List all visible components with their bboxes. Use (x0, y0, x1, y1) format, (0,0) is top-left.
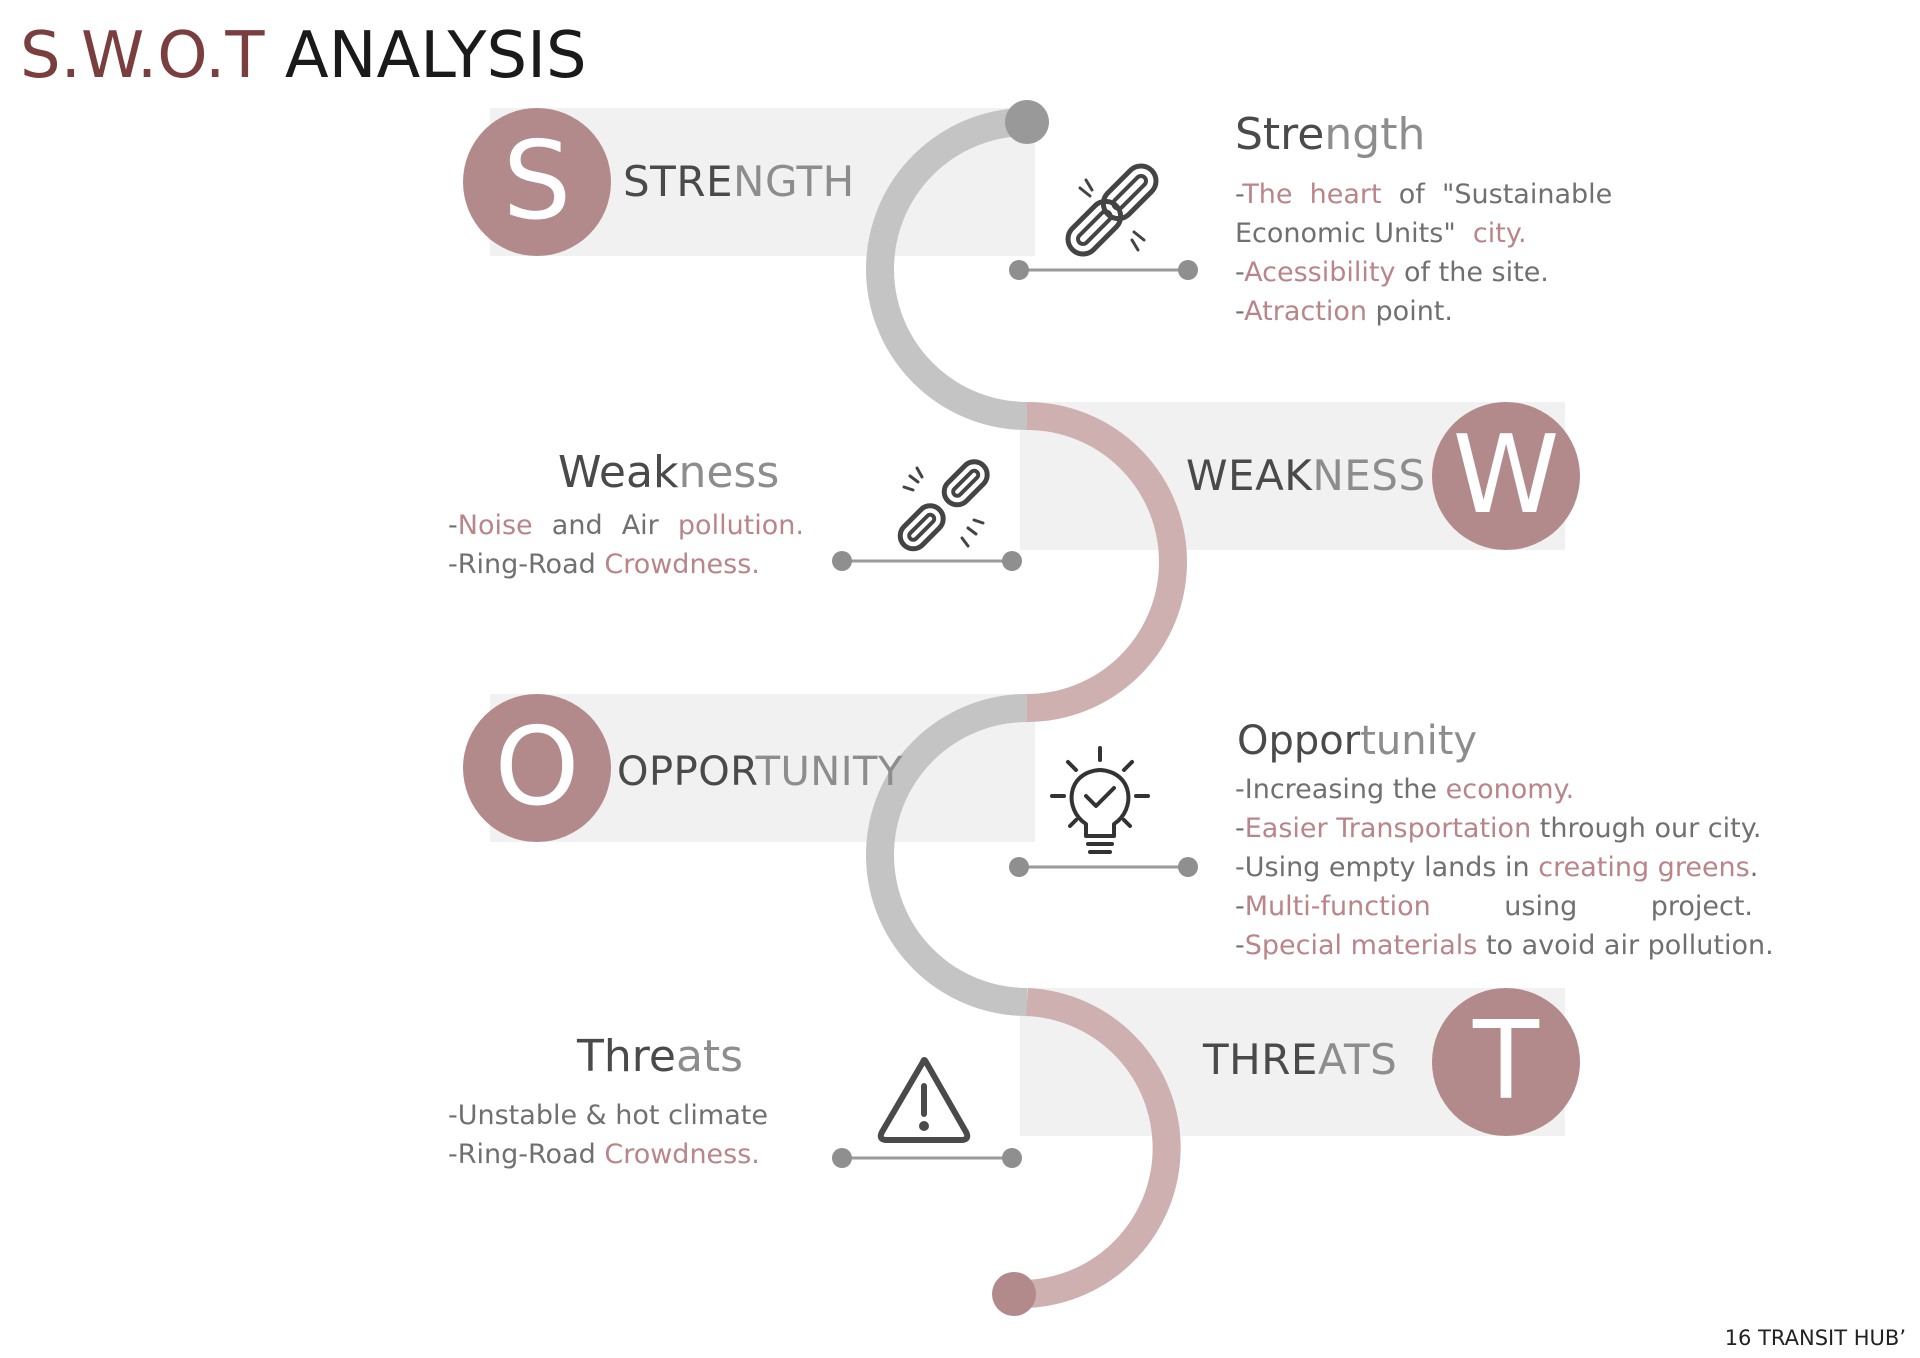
lightbulb-check-icon (1050, 746, 1150, 854)
title-analysis: ANALYSIS (284, 19, 587, 93)
path-segment-strength (866, 108, 1028, 430)
opportunity-point-word: -Multi-function (1235, 887, 1431, 926)
strength-point-segment: Acessibility (1244, 257, 1396, 288)
opportunity-point-segment: Multi-function (1244, 891, 1431, 922)
threats-description: -Unstable & hot climate -Ring-Road Crowdn… (448, 1096, 804, 1174)
path-start-dot (1005, 100, 1049, 144)
opportunity-point-segment: project. (1650, 891, 1753, 922)
opportunity-point-segment: Easier Transportation (1244, 813, 1532, 844)
weakness-point-word: Air (622, 506, 659, 545)
page-title: S.W.O.T ANALYSIS (20, 14, 587, 98)
opportunity-point-segment: Special materials (1244, 930, 1478, 961)
strength-point-segment: The heart (1242, 179, 1382, 210)
weakness-point-line: -Noise and Air pollution. (448, 506, 804, 545)
weakness-point-segment: and (551, 510, 603, 541)
footer-page-label: 16 TRANSIT HUB’ (1724, 1326, 1906, 1350)
opportunity-point-segment: - (1235, 813, 1245, 844)
strength-heading: Strength (1235, 109, 1426, 160)
threats-point-line: -Ring-Road Crowdness. (448, 1135, 804, 1174)
opportunity-point-segment: -Using empty lands in (1235, 852, 1539, 883)
opportunity-heading: Opportunity (1237, 718, 1478, 764)
strength-label: STRENGTH (623, 157, 855, 206)
strength-point-segment: city. (1472, 218, 1527, 249)
threats-point-line: -Unstable & hot climate (448, 1096, 804, 1135)
strength-point-segment: Economic Units" (1235, 218, 1473, 249)
weakness-point-word: pollution. (678, 506, 804, 545)
weakness-description: -Noise and Air pollution. -Ring-Road Crowdne… (448, 506, 804, 584)
weakness-point-segment: pollution. (677, 510, 804, 541)
strength-point-segment: of the site. (1395, 257, 1549, 288)
opportunity-point-segment: creating greens (1538, 852, 1750, 883)
threats-point-segment: -Unstable & hot climate (448, 1100, 768, 1131)
strength-point-segment: of "Sustainable (1381, 179, 1613, 210)
strength-point-line: -Atraction point. (1235, 292, 1635, 331)
strength-letter-circle: S (463, 108, 611, 256)
opportunity-point-segment: - (1235, 930, 1245, 961)
path-segment-opportunity (866, 694, 1028, 1016)
opportunity-description: -Increasing the economy.-Easier Transpor… (1235, 770, 1774, 965)
weakness-heading: Weakness (558, 447, 780, 498)
opportunity-label: OPPORTUNITY (617, 749, 903, 795)
connector-threats (832, 1148, 1022, 1168)
connector-opportunity (1009, 857, 1198, 877)
strength-point-segment: - (1235, 296, 1245, 327)
opportunity-point-segment: through our city. (1531, 813, 1762, 844)
strength-point-segment: - (1235, 257, 1245, 288)
opportunity-point-line: -Increasing the economy. (1235, 770, 1753, 809)
strength-point-line: -Acessibility of the site. (1235, 253, 1635, 292)
connector-strength (1009, 260, 1198, 280)
opportunity-point-line: -Special materials to avoid air pollutio… (1235, 926, 1774, 965)
opportunity-point-segment: using (1504, 891, 1578, 922)
opportunity-point-segment: to avoid air pollution. (1477, 930, 1774, 961)
opportunity-point-segment: - (1235, 891, 1245, 922)
weakness-point-segment: Air (621, 510, 659, 541)
weakness-point-segment: Noise (457, 510, 533, 541)
weakness-point-word: and (552, 506, 603, 545)
opportunity-point-segment: . (1749, 852, 1759, 883)
title-swot: S.W.O.T (20, 19, 265, 93)
opportunity-point-line: -Using empty lands in creating greens. (1235, 848, 1758, 887)
weakness-point-word: -Noise (448, 506, 533, 545)
opportunity-point-line: -Easier Transportation through our city. (1235, 809, 1761, 848)
weakness-point-line: -Ring-Road Crowdness. (448, 545, 804, 584)
opportunity-point-word: using (1504, 887, 1577, 926)
weakness-point-segment: Crowdness. (604, 549, 760, 580)
path-segment-threats (1013, 988, 1181, 1309)
strength-point-line: Economic Units" city. (1235, 214, 1635, 253)
strength-point-segment: - (1235, 179, 1243, 210)
threats-heading: Threats (577, 1031, 744, 1082)
threats-letter-circle: T (1432, 988, 1580, 1136)
opportunity-point-segment: economy. (1445, 774, 1575, 805)
threats-point-segment: -Ring-Road (448, 1139, 605, 1170)
opportunity-letter-circle: O (463, 694, 611, 842)
weakness-letter-circle: W (1432, 402, 1580, 550)
weakness-point-segment: - (448, 510, 458, 541)
opportunity-point-segment: -Increasing the (1235, 774, 1446, 805)
strength-point-segment: point. (1366, 296, 1453, 327)
strength-point-segment: Atraction (1244, 296, 1367, 327)
path-segment-weakness (1026, 402, 1187, 722)
threats-label: THREATS (1203, 1035, 1398, 1084)
connector-weakness (832, 551, 1022, 571)
opportunity-point-line: -Multi-function using project. (1235, 887, 1753, 926)
spark-lines-icon (1078, 178, 1146, 252)
weakness-point-segment: -Ring-Road (448, 549, 605, 580)
broken-chain-icon (897, 459, 990, 552)
strength-point-line: -The heart of "Sustainable (1235, 175, 1635, 214)
chain-link-icon (1065, 163, 1159, 257)
weakness-label: WEAKNESS (1186, 451, 1426, 500)
path-end-dot (992, 1272, 1036, 1316)
threats-point-segment: Crowdness. (604, 1139, 760, 1170)
warning-triangle-icon (877, 1057, 971, 1143)
opportunity-point-word: project. (1651, 887, 1753, 926)
